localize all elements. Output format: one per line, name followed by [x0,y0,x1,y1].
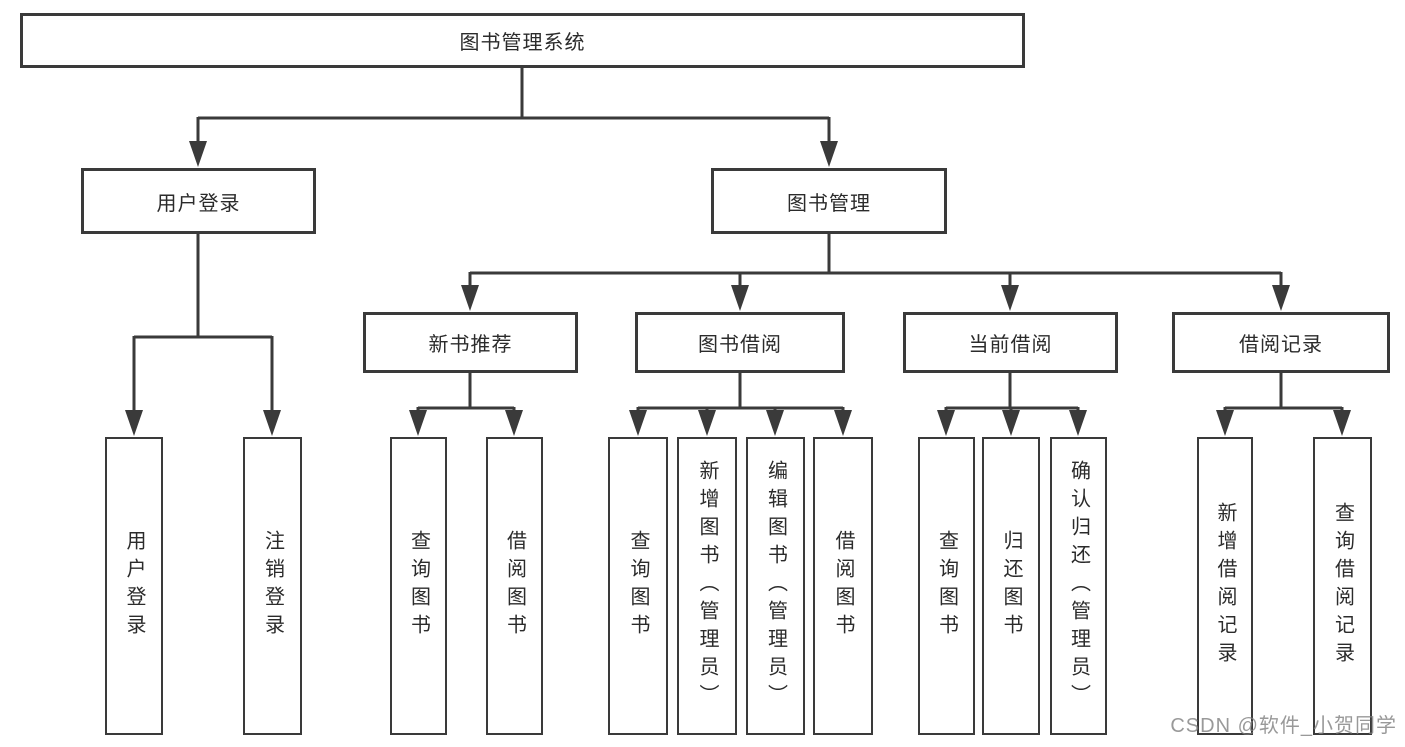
node-borrow-books-leaf: 借阅图书 [813,437,873,735]
node-label: 图书借阅 [698,334,782,356]
node-query-books-current: 查询图书 [918,437,975,735]
node-confirm-return-admin: 确认归还（管理员） [1050,437,1107,735]
node-query-books-borrow: 查询图书 [608,437,668,735]
node-user-login: 用户登录 [81,168,316,234]
node-user-login-leaf: 用户登录 [105,437,163,735]
node-label: 注销登录 [261,530,284,642]
node-label: 借阅图书 [832,530,854,642]
node-current-borrow: 当前借阅 [903,312,1118,373]
node-new-book-recommend: 新书推荐 [363,312,578,373]
node-label: 新书推荐 [428,334,513,356]
csdn-watermark: CSDN @软件_小贺同学 [1170,715,1397,737]
arrowhead-icons [125,141,1351,436]
node-query-books-recommend: 查询图书 [390,437,447,735]
node-add-borrow-record: 新增借阅记录 [1197,437,1253,735]
node-label: 借阅图书 [503,530,526,642]
node-label: 查询借阅记录 [1331,502,1354,670]
node-query-borrow-record: 查询借阅记录 [1313,437,1372,735]
node-label: 编辑图书（管理员） [764,460,787,712]
node-edit-book-admin: 编辑图书（管理员） [746,437,805,735]
node-label: 用户登录 [123,530,145,642]
node-borrow-record: 借阅记录 [1172,312,1390,373]
node-label: 确认归还（管理员） [1067,460,1090,712]
node-label: 查询图书 [627,530,649,642]
node-book-borrow: 图书借阅 [635,312,845,373]
node-add-book-admin: 新增图书（管理员） [677,437,737,735]
node-borrow-books-recommend: 借阅图书 [486,437,543,735]
node-label: 归还图书 [1000,530,1022,642]
node-label: 用户登录 [156,192,241,215]
node-label: 查询图书 [407,530,430,642]
node-label: 图书管理系统 [459,32,586,54]
node-label: 当前借阅 [968,334,1053,356]
node-logout: 注销登录 [243,437,302,735]
node-library-management-system: 图书管理系统 [20,13,1025,68]
node-label: 借阅记录 [1239,334,1323,356]
node-return-books: 归还图书 [982,437,1040,735]
node-label: 图书管理 [787,192,871,215]
node-book-management: 图书管理 [711,168,947,234]
node-label: 新增借阅记录 [1214,502,1236,670]
node-label: 查询图书 [935,530,958,642]
node-label: 新增图书（管理员） [696,460,718,712]
